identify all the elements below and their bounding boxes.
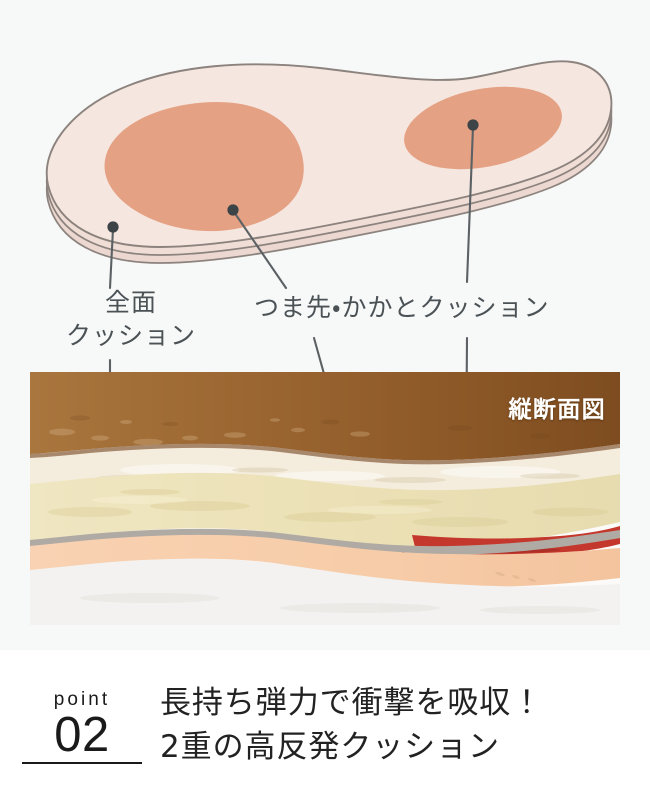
cross-section-badge: 縦断面図 [508,397,606,423]
outsole-marks [495,571,536,582]
point-number: 02 [54,707,110,762]
yellow-foam-highlight [92,496,432,514]
white-base-grain [80,593,600,614]
callout-label-full-cushion: 全面 クッション [65,288,196,350]
fabric-texture [49,418,370,446]
cushion-zone-forefoot [104,102,304,232]
cross-section-layers [30,372,620,625]
caption-headline: 長持ち弾力で衝撃を吸収！ 2重の高反発クッション [160,684,544,765]
layer-white-base [30,558,620,625]
caption-row: point 02 長持ち弾力で衝撃を吸収！ 2重の高反発クッション [0,650,650,800]
cross-section-photo: 縦断面図 [30,372,620,625]
layer-white-foam-top [30,447,620,495]
callout-label-toe-heel-cushion: つま先・かかとクッション [254,293,550,322]
layer-peach-outsole [30,534,620,587]
yellow-foam-grain [48,489,608,527]
layer-upper-fabric-brown [30,372,620,461]
point-word: point [53,689,111,711]
point-badge: point 02 [22,689,142,764]
white-foam-highlight [120,464,560,481]
layer-yellow-foam-core [30,472,620,547]
cushion-zone-heel [404,86,562,170]
insole-figure-panel: 全面 クッション つま先・かかとクッション [30,60,620,625]
fabric-shadow-texture [70,415,550,439]
